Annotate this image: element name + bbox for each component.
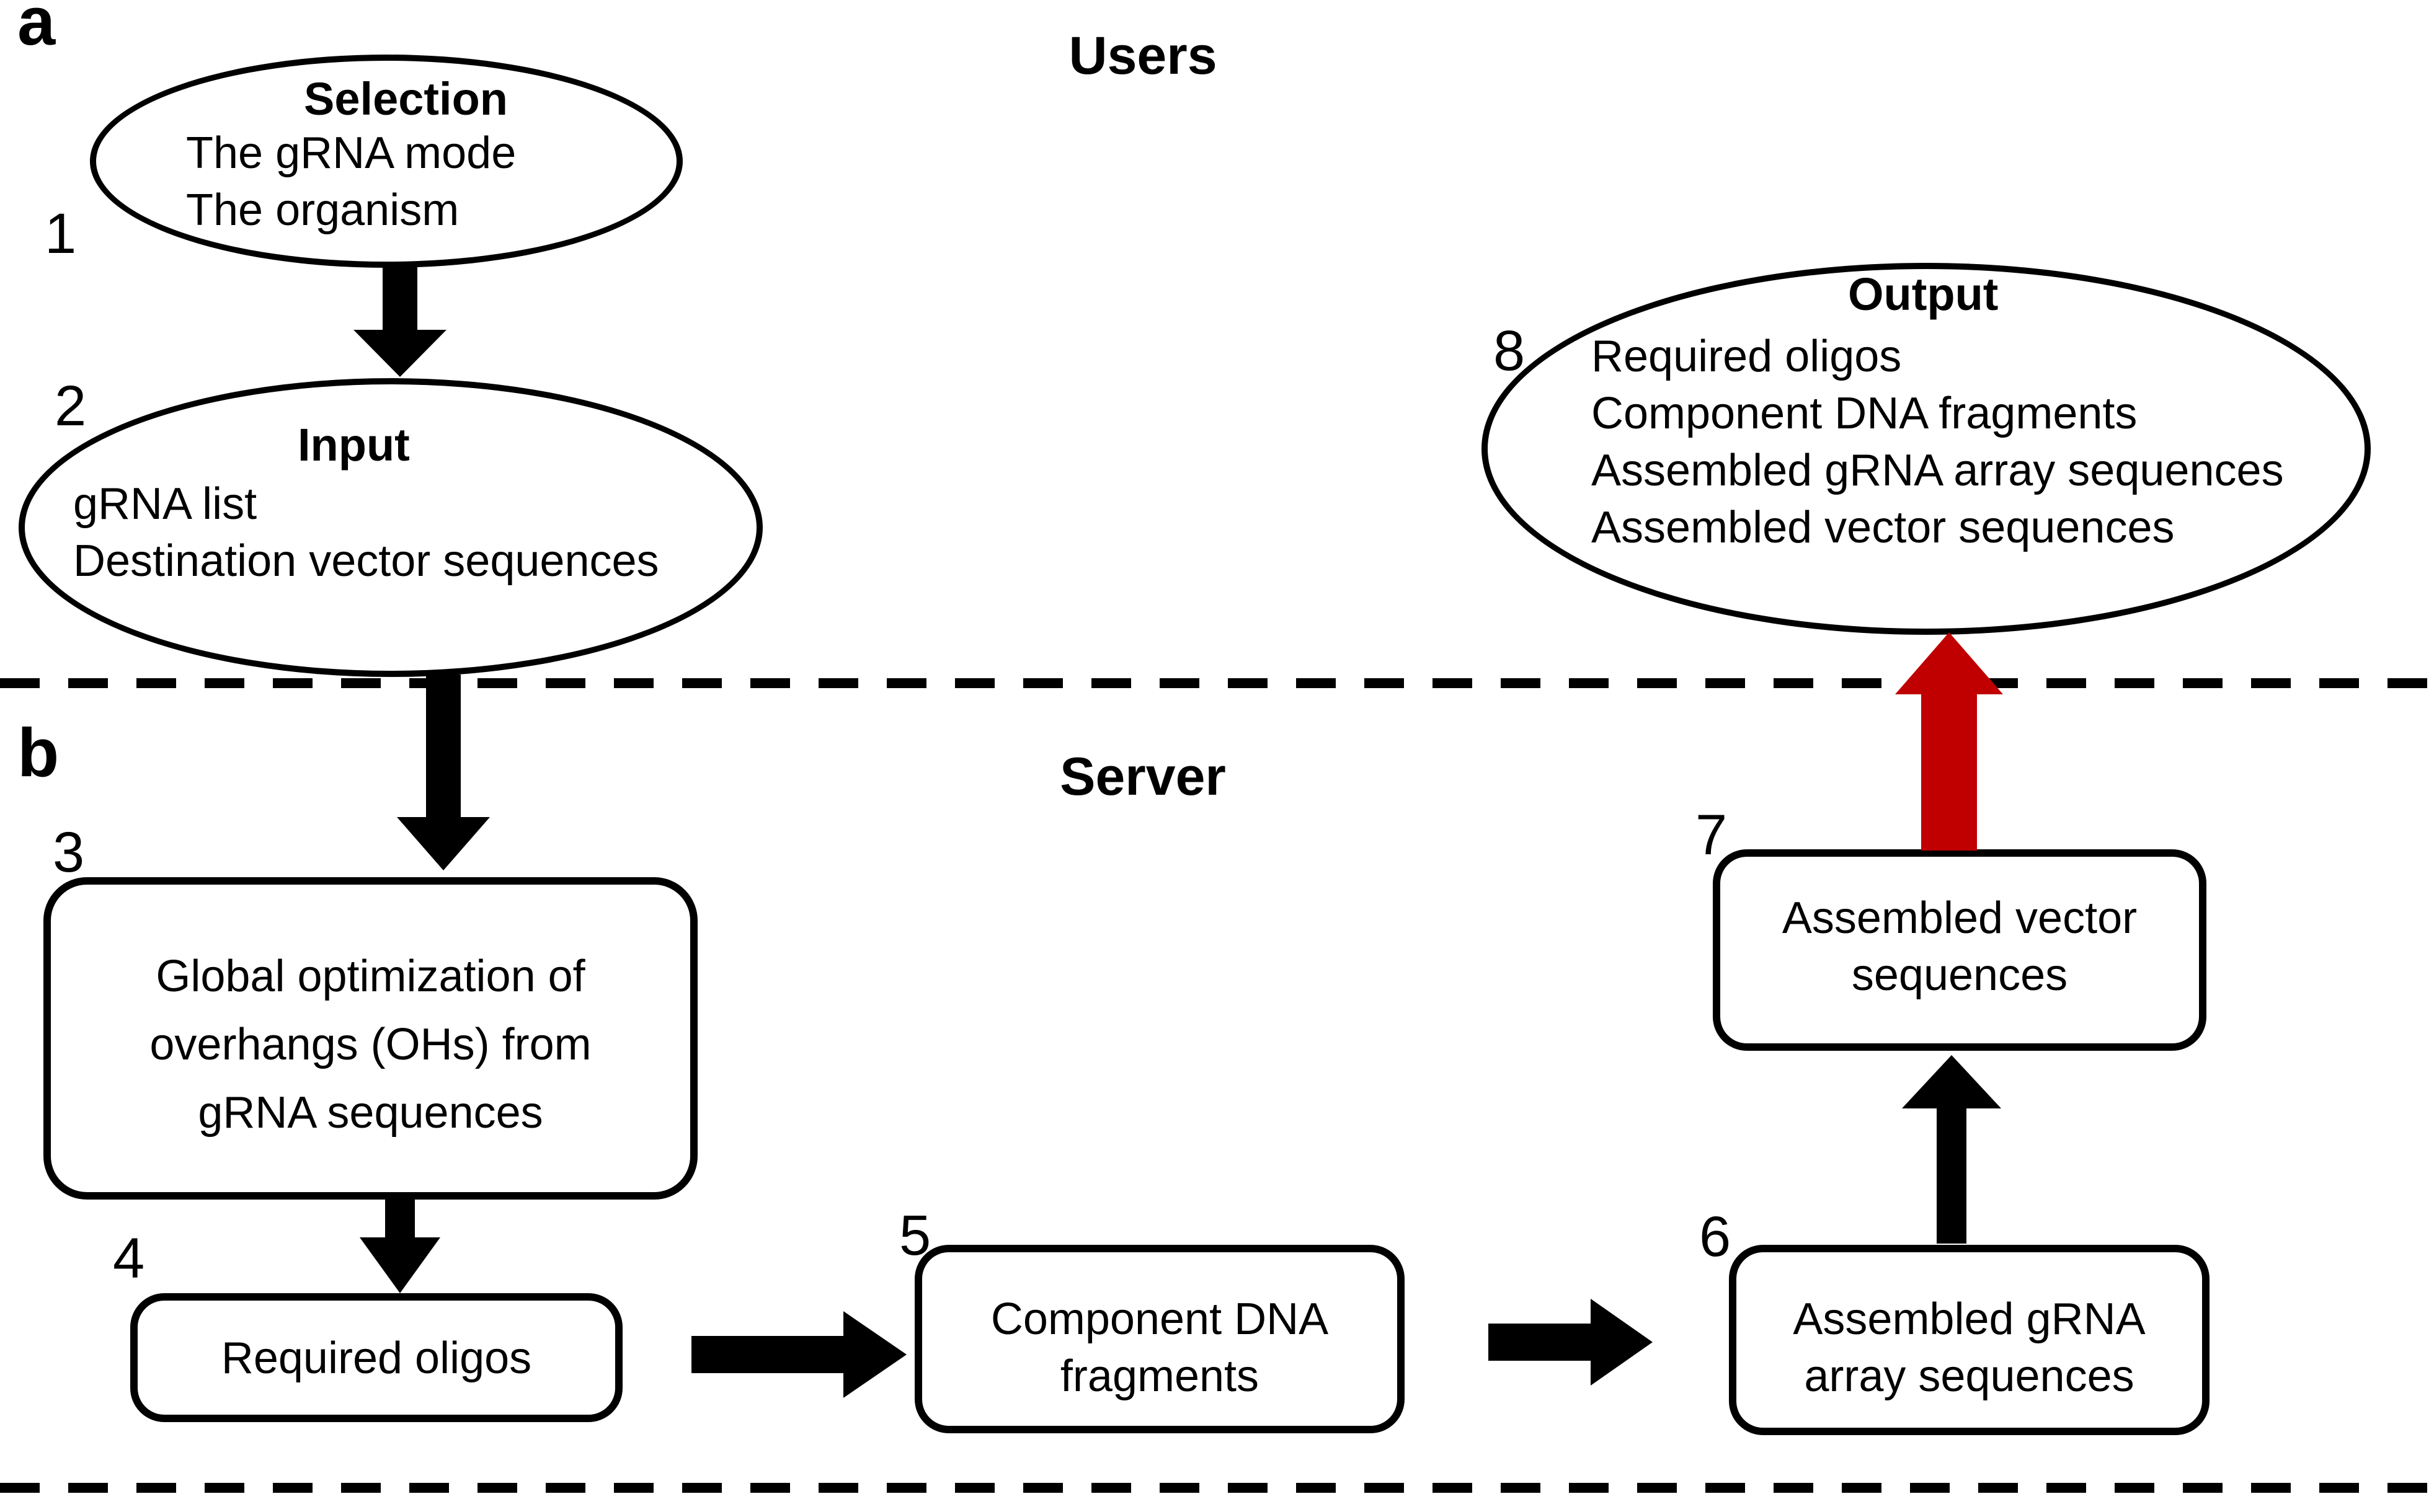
node-output-line: Component DNA fragments [1591, 389, 2138, 438]
panel-a-label: a [17, 0, 56, 60]
node-optimization-line: Global optimization of [156, 952, 585, 1001]
node-input-number: 2 [55, 374, 87, 438]
node-selection-title: Selection [304, 73, 508, 125]
panel-b-label: b [17, 715, 60, 791]
node-assembled-array-box [1729, 1245, 2210, 1435]
node-selection-line: The gRNA mode [186, 128, 517, 178]
node-required-oligos-line: Required oligos [221, 1333, 532, 1383]
node-input-title: Input [298, 419, 410, 471]
users-server-divider-dashed-line [0, 678, 2434, 688]
node-selection-ellipse [90, 55, 683, 268]
node-optimization-number: 3 [53, 821, 85, 884]
node-assembled-vector-line: sequences [1851, 950, 2068, 1000]
node-output-ellipse [1481, 263, 2371, 635]
node-selection-number: 1 [45, 202, 77, 265]
node-input-line: Destination vector sequences [73, 536, 659, 586]
node-optimization-line: gRNA sequences [198, 1088, 543, 1138]
node-output-number: 8 [1493, 319, 1526, 382]
node-required-oligos-box [130, 1293, 623, 1422]
node-component-fragments-line: Component DNA [990, 1294, 1329, 1344]
node-optimization-line: overhangs (OHs) from [149, 1020, 592, 1069]
node-selection-line: The organism [186, 185, 460, 235]
node-input-line: gRNA list [73, 479, 257, 529]
node-component-fragments-box [915, 1245, 1405, 1433]
node-output-title: Output [1848, 268, 1999, 320]
users-section-title: Users [1068, 26, 1217, 86]
node-output-line: Assembled vector sequences [1591, 503, 2175, 552]
node-input-ellipse [19, 378, 763, 677]
server-section-title: Server [1060, 747, 1226, 807]
node-component-fragments-line: fragments [1060, 1351, 1259, 1401]
node-output-line: Assembled gRNA array sequences [1591, 446, 2284, 495]
node-assembled-array-line: Assembled gRNA [1793, 1294, 2146, 1344]
node-assembled-array-line: array sequences [1804, 1351, 2134, 1401]
node-assembled-array-number: 6 [1699, 1205, 1731, 1268]
node-assembled-vector-number: 7 [1695, 803, 1728, 867]
node-required-oligos-number: 4 [113, 1227, 145, 1290]
server-bottom-dashed-line [0, 1483, 2434, 1493]
node-output-line: Required oligos [1591, 332, 1902, 381]
node-assembled-vector-box [1713, 849, 2206, 1051]
node-assembled-vector-line: Assembled vector [1782, 893, 2138, 943]
node-optimization-box [43, 877, 698, 1200]
